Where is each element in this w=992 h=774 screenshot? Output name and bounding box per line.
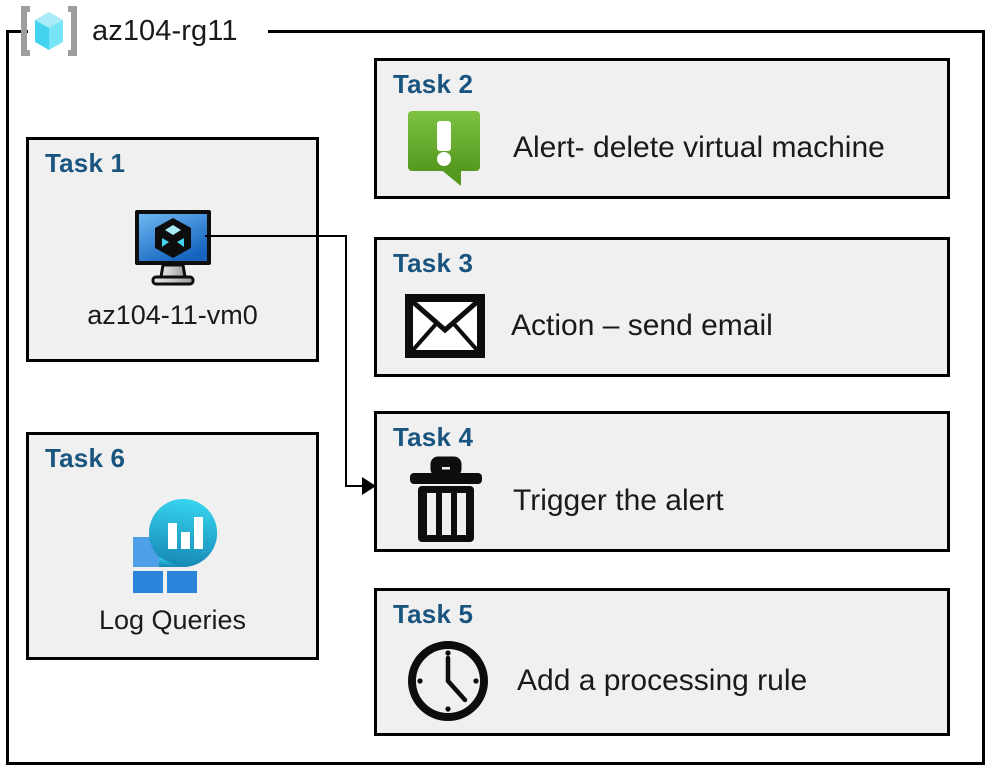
task-2-label: Task 2 <box>393 69 474 99</box>
clock-icon <box>405 638 491 724</box>
connector-segment-horizontal-bottom <box>345 485 367 487</box>
task-3-box[interactable]: Task 3 Action – send email <box>374 237 950 377</box>
task-4-label: Task 4 <box>393 422 474 452</box>
resource-group-border-left <box>6 30 9 765</box>
resource-group-border-bottom <box>6 762 985 765</box>
task-3-label: Task 3 <box>393 248 474 278</box>
resource-group-border-top-right <box>268 30 985 33</box>
resource-group-cube-icon <box>18 3 80 59</box>
task-6-caption: Log Queries <box>98 604 247 635</box>
virtual-machine-icon <box>127 206 219 288</box>
task-1-box[interactable]: Task 1 <box>26 137 319 362</box>
task-3-caption: Action – send email <box>511 309 773 342</box>
envelope-icon <box>405 294 485 358</box>
resource-group-border-top-left <box>6 30 28 33</box>
alert-exclamation-icon <box>405 108 487 188</box>
arrow-head-right-icon <box>362 477 376 495</box>
task-2-box[interactable]: Task 2 Alert- delete virtual machin <box>374 58 950 199</box>
connector-segment-horizontal-top <box>205 235 347 237</box>
connector-segment-vertical <box>345 235 347 486</box>
task-5-caption: Add a processing rule <box>517 664 808 697</box>
resource-group-header: az104-rg11 <box>18 2 238 60</box>
resource-group-border-right <box>982 30 985 765</box>
task-6-label: Task 6 <box>45 443 126 473</box>
task-1-caption: az104-11-vm0 <box>87 300 258 330</box>
task-5-box[interactable]: Task 5 Add a processing rule <box>374 588 950 736</box>
task-6-box[interactable]: Task 6 <box>26 432 319 660</box>
task-2-caption: Alert- delete virtual machine <box>513 130 885 164</box>
trash-can-icon <box>405 456 487 546</box>
resource-group-name: az104-rg11 <box>92 14 238 47</box>
task-4-caption: Trigger the alert <box>513 483 724 517</box>
task-4-box[interactable]: Task 4 Trigger the alert <box>374 411 950 552</box>
task-1-label: Task 1 <box>45 148 126 178</box>
task-5-label: Task 5 <box>393 599 474 629</box>
log-analytics-icon <box>121 495 225 593</box>
